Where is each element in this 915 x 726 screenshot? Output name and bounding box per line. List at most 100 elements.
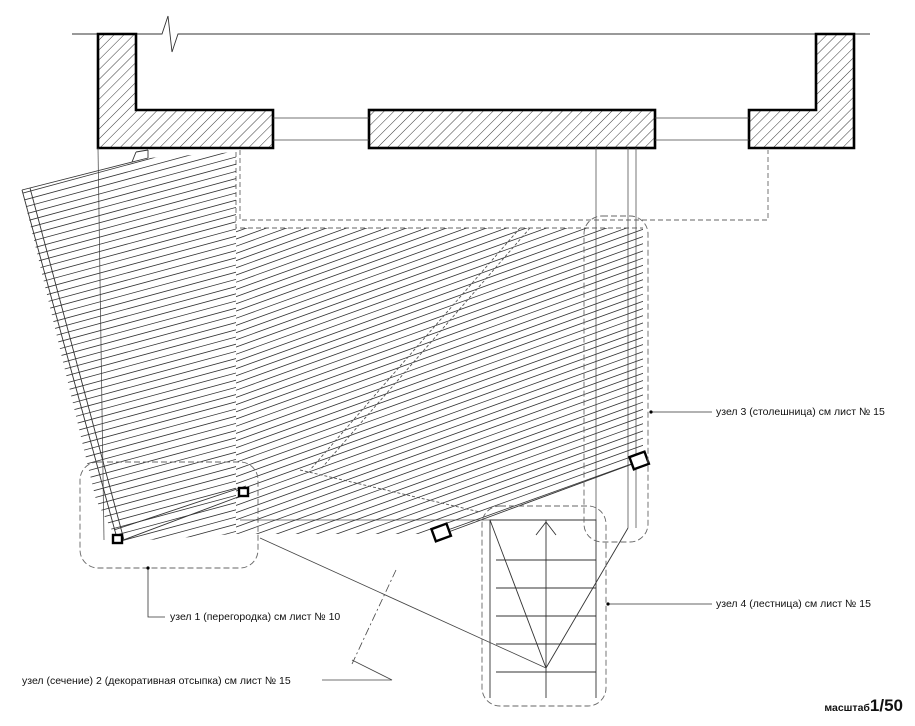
slat-line — [236, 496, 643, 534]
slat-line — [236, 228, 643, 260]
deck-edge — [442, 459, 644, 535]
slat-line — [236, 352, 643, 534]
slat-line — [236, 510, 643, 534]
slat-line — [22, 304, 236, 370]
slat-line — [22, 484, 236, 542]
slat-line — [236, 266, 643, 447]
slat-line — [22, 152, 236, 212]
slat-line — [22, 390, 236, 457]
slat-line — [236, 330, 643, 512]
slat-line — [22, 260, 236, 327]
left-panel-edge — [21, 149, 247, 543]
slat-line — [236, 273, 643, 454]
slat-line — [236, 316, 643, 498]
slat-line — [22, 196, 236, 262]
slat-line — [22, 512, 236, 542]
slat-line — [236, 228, 643, 361]
slat-line — [22, 376, 236, 442]
support-posts — [111, 450, 651, 545]
bubble-node4 — [481, 505, 607, 707]
post-3 — [429, 522, 453, 543]
slat-line — [236, 518, 643, 534]
slat-line — [22, 412, 236, 478]
slat-line — [200, 0, 700, 43]
slat-line — [236, 474, 643, 534]
slat-line — [22, 160, 236, 226]
slat-line — [200, 554, 700, 726]
slat-line — [200, 540, 700, 720]
slat-line — [236, 438, 643, 534]
slat-line — [236, 228, 643, 332]
slat-line — [22, 246, 236, 313]
slat-line — [22, 289, 236, 356]
slat-line — [236, 410, 643, 534]
slat-line — [22, 210, 236, 277]
slat-line — [22, 232, 236, 298]
slat-line — [22, 476, 236, 542]
slat-line — [22, 534, 236, 542]
slat-line — [22, 368, 236, 435]
slat-line — [22, 455, 236, 521]
slat-line — [236, 228, 643, 375]
slat-line — [22, 397, 236, 464]
slat-line — [236, 228, 643, 267]
callout-node1-label: узел 1 (перегородка) см лист № 10 — [170, 611, 341, 623]
slat-line — [236, 388, 643, 534]
slat-line — [236, 228, 643, 368]
slat-line — [22, 152, 236, 197]
slat-line — [22, 253, 236, 320]
upper-level-outline — [235, 150, 769, 229]
slat-line — [236, 395, 643, 534]
slat-line — [236, 431, 643, 534]
slat-line — [22, 462, 236, 529]
slat-line — [236, 294, 643, 476]
detail-bubbles — [79, 215, 649, 707]
wall-right — [747, 32, 856, 150]
slat-line — [22, 520, 236, 542]
slat-line — [22, 152, 236, 205]
section-cut-line — [351, 569, 397, 665]
bubble-node3 — [583, 215, 649, 543]
wall-middle — [367, 108, 657, 150]
slat-line — [236, 366, 643, 534]
slat-line — [22, 318, 236, 385]
slat-line — [200, 547, 700, 726]
callout-node3-label: узел 3 (столешница) см лист № 15 — [716, 406, 885, 418]
decorative-fill-band — [299, 227, 531, 513]
slat-line — [236, 228, 643, 310]
slat-line — [236, 237, 643, 418]
slat-line — [22, 347, 236, 413]
slat-line — [22, 332, 236, 399]
slat-line — [236, 228, 643, 346]
slat-line — [22, 383, 236, 449]
slat-line — [22, 311, 236, 377]
slat-line — [22, 296, 236, 363]
construction-lines — [97, 147, 637, 541]
wall-left — [96, 32, 275, 150]
slat-line — [22, 174, 236, 241]
slat-line — [22, 419, 236, 485]
slat-line — [236, 228, 643, 397]
slat-line — [22, 152, 236, 219]
slat-line — [22, 167, 236, 233]
slat-line — [22, 340, 236, 406]
slat-line — [236, 228, 643, 274]
slat-line — [236, 489, 643, 534]
slat-line — [236, 244, 643, 426]
slat-line — [236, 228, 643, 404]
slat-line — [200, 0, 700, 79]
slat-line — [22, 426, 236, 493]
slat-line — [200, 0, 700, 101]
slat-line — [22, 404, 236, 471]
slat-line — [236, 453, 643, 534]
slat-line — [236, 374, 643, 534]
slat-line — [200, 14, 700, 194]
slat-line — [236, 417, 643, 534]
slat-line — [236, 323, 643, 505]
slat-line — [22, 275, 236, 341]
slat-line — [22, 217, 236, 284]
slat-line — [236, 228, 643, 390]
slat-line — [200, 0, 700, 22]
slat-line — [200, 0, 700, 115]
